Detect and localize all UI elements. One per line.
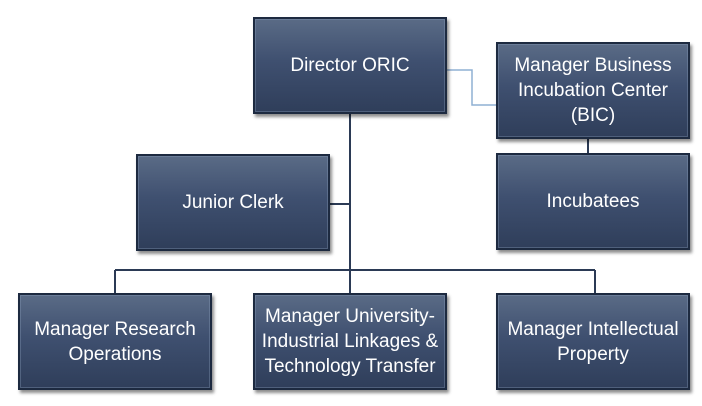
bic-manager-label: Manager Business Incubation Center (BIC) bbox=[514, 55, 672, 126]
incubatees-label: Incubatees bbox=[546, 191, 640, 212]
university-manager-label: Manager University-Industrial Linkages &… bbox=[261, 306, 439, 377]
connector-bic bbox=[447, 69, 496, 106]
research-manager-label: Manager Research Operations bbox=[34, 318, 196, 365]
bic-manager-box: Manager Business Incubation Center (BIC) bbox=[496, 42, 690, 139]
research-manager-box: Manager Research Operations bbox=[18, 293, 212, 390]
ip-manager-box: Manager Intellectual Property bbox=[496, 293, 690, 390]
university-manager-box: Manager University-Industrial Linkages &… bbox=[253, 293, 447, 390]
director-oric-label: Director ORIC bbox=[290, 55, 410, 76]
ip-manager-label: Manager Intellectual Property bbox=[507, 318, 679, 365]
director-oric-box: Director ORIC bbox=[253, 17, 447, 114]
junior-clerk-box: Junior Clerk bbox=[136, 154, 330, 251]
junior-clerk-label: Junior Clerk bbox=[182, 192, 284, 213]
incubatees-box: Incubatees bbox=[496, 153, 690, 250]
